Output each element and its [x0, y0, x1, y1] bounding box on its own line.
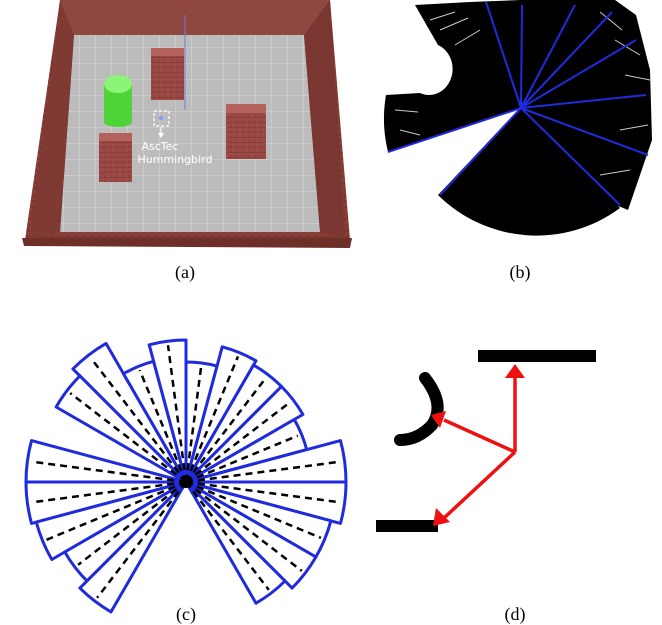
- vector-arrows: [431, 364, 525, 526]
- sector-bisector-13: [185, 481, 270, 591]
- panel-b-laser-scan: [383, 0, 652, 236]
- laser-rays: [387, 1, 649, 206]
- sector-bisector-4: [184, 366, 203, 483]
- panel-d-obstacle-vectors: [376, 350, 596, 532]
- sector-bisector-6: [185, 377, 267, 483]
- obstacle-box-1: [151, 48, 184, 100]
- wall-back-inner: [60, 0, 330, 35]
- caption-a: (a): [175, 262, 195, 283]
- wall-right-inner: [304, 0, 345, 238]
- sector-bisector-14: [69, 392, 187, 483]
- laser-ray-8: [520, 94, 647, 109]
- laser-ray-1: [387, 107, 522, 153]
- vector-left: [443, 418, 516, 454]
- scan-region: [383, 0, 652, 236]
- wall-left-inner: [30, 0, 74, 238]
- sector-bisector-18: [77, 481, 187, 566]
- sector-bisector-11: [185, 480, 322, 540]
- sector-1: [71, 341, 188, 484]
- vector-down-left: [442, 450, 517, 520]
- caption-c: (c): [176, 604, 196, 625]
- wall-frame-outer: [22, 238, 352, 248]
- sector-bisector-15: [31, 460, 187, 484]
- sector-bisector-5: [184, 355, 240, 483]
- sector-bisector-8: [185, 434, 299, 484]
- obstacle-box-3: [99, 133, 132, 182]
- obstacle-segment-bottom: [376, 520, 438, 532]
- sensor-origin: [180, 476, 192, 488]
- laser-ray-3: [485, 1, 522, 109]
- sector-3: [147, 338, 188, 484]
- sector-19: [78, 480, 188, 614]
- sector-fan: [24, 338, 348, 614]
- sector-bisector-9: [185, 460, 341, 484]
- sector-bisector-3: [166, 345, 188, 483]
- laser-ray-6: [520, 11, 613, 109]
- sector-5: [184, 345, 258, 484]
- sector-bisector-16: [31, 480, 187, 504]
- scan-noise-edges: [394, 11, 651, 176]
- obstacle-segment-top: [478, 350, 596, 362]
- panel-c-sector-model: [24, 338, 348, 614]
- sector-12: [184, 480, 318, 590]
- caption-b: (b): [510, 262, 531, 283]
- laser-ray-7: [520, 39, 637, 109]
- robot-label-line2: Hummingbird: [137, 153, 212, 166]
- laser-ray-10: [520, 107, 649, 156]
- laser-ray-2: [439, 107, 522, 196]
- robot-label-line1: AscTec: [142, 140, 179, 153]
- sector-bisector-19: [96, 481, 187, 599]
- obstacle-arc: [394, 372, 444, 446]
- sector-14: [54, 374, 188, 484]
- caption-d: (d): [505, 604, 526, 625]
- sector-bisector-17: [46, 480, 187, 541]
- laser-ray-5: [520, 4, 576, 109]
- robot-marker: [153, 110, 170, 138]
- obstacle-box-2: [226, 104, 266, 159]
- sector-17: [34, 480, 188, 561]
- laser-ray-4: [520, 4, 523, 109]
- sector-bisector-10: [185, 480, 341, 504]
- sector-bisector-7: [185, 401, 291, 483]
- sector-bisector-2: [138, 369, 188, 483]
- laser-ray-9: [520, 107, 621, 206]
- panel-a-simulation: AscTec Hummingbird: [22, 0, 352, 248]
- sector-bisector-12: [185, 481, 303, 572]
- sector-bisector-1: [90, 357, 187, 483]
- obstacle-cylinder: [104, 75, 132, 127]
